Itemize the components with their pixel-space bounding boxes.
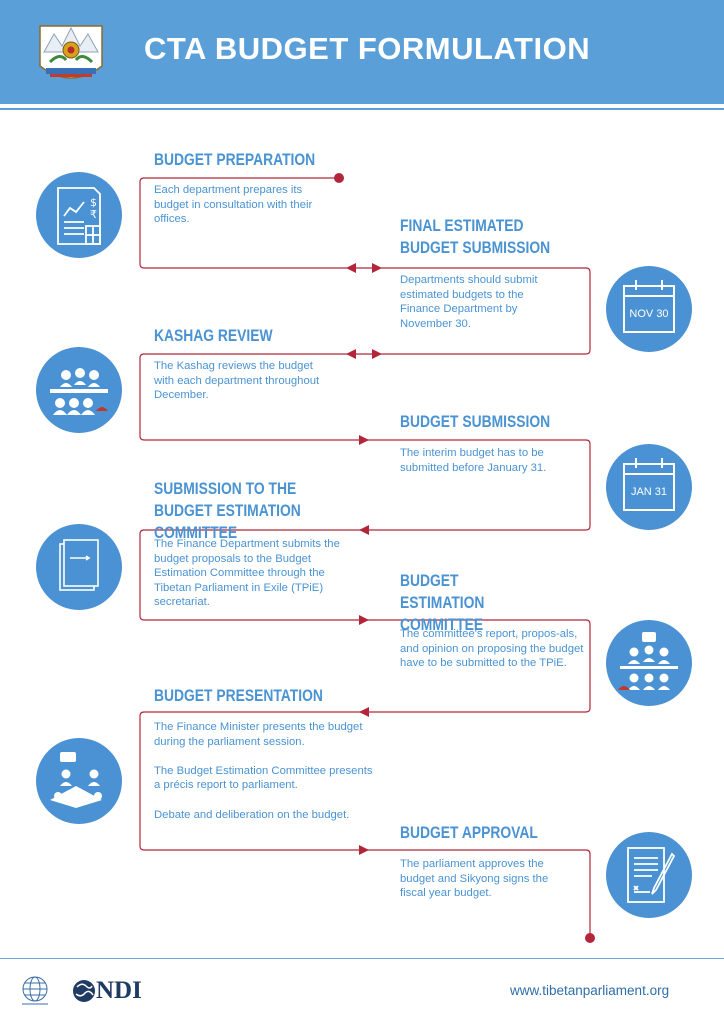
calendar-date-label: NOV 30 bbox=[629, 308, 669, 320]
step-circle-budget-submission: JAN 31 bbox=[606, 444, 692, 530]
globe-logo-icon bbox=[22, 976, 48, 1005]
step-body-text: Debate and deliberation on the budget. bbox=[154, 808, 350, 821]
step-body-text: Departments should submit estimated budg… bbox=[400, 274, 538, 330]
step-title-budget-estimation-committee: BUDGET ESTIMATION COMMITTEE bbox=[400, 572, 485, 634]
step-circle-budget-estimation-committee bbox=[606, 620, 692, 706]
step-body-text: Each department prepares its budget in c… bbox=[154, 184, 313, 226]
step-body-budget-preparation: Each department prepares its budget in c… bbox=[154, 183, 314, 227]
step-body-budget-submission: The interim budget has to be submitted b… bbox=[400, 446, 565, 475]
step-title-budget-preparation: BUDGET PREPARATION bbox=[154, 151, 316, 169]
budget-sheet-icon: $ ₹ bbox=[57, 187, 101, 245]
step-circle-kashag-review bbox=[36, 347, 122, 433]
header-bar bbox=[0, 0, 724, 104]
step-body-text: The Budget Estimation Committee presents… bbox=[154, 764, 373, 792]
step-body-budget-estimation-committee: The committee's report, propos-als, and … bbox=[400, 627, 585, 671]
step-body-submission-to-committee: The Finance Department submits the budge… bbox=[154, 537, 364, 610]
step-body-text: The committee's report, propos-als, and … bbox=[400, 628, 584, 670]
header-divider bbox=[0, 108, 724, 110]
ndi-logo-icon bbox=[73, 980, 95, 1002]
page-title: CTA BUDGET FORMULATION bbox=[144, 31, 591, 66]
meeting-icon bbox=[50, 368, 108, 415]
step-body-text: The Kashag reviews the budget with each … bbox=[154, 360, 320, 402]
step-body-text: The Finance Department submits the budge… bbox=[154, 538, 340, 609]
step-title-budget-submission: BUDGET SUBMISSION bbox=[400, 413, 551, 431]
step-body-kashag-review: The Kashag reviews the budget with each … bbox=[154, 359, 324, 403]
signing-icon bbox=[627, 847, 676, 903]
step-body-budget-presentation: The Finance Minister presents the budget… bbox=[154, 720, 374, 822]
step-body-final-estimated-budget: Departments should submit estimated budg… bbox=[400, 273, 560, 331]
step-body-text: The Finance Minister presents the budget… bbox=[154, 721, 363, 748]
step-title-submission-to-committee: SUBMISSION TO THE BUDGET ESTIMATION COMM… bbox=[154, 480, 301, 542]
svg-text:$: $ bbox=[90, 196, 97, 209]
step-circle-budget-presentation bbox=[36, 738, 122, 824]
committee-icon bbox=[618, 632, 678, 690]
step-body-text: The interim budget has to be submitted b… bbox=[400, 447, 547, 474]
parliament-icon bbox=[50, 752, 102, 808]
footer-divider bbox=[0, 958, 724, 959]
step-circle-budget-approval bbox=[606, 832, 692, 918]
website-url[interactable]: www.tibetanparliament.org bbox=[510, 983, 670, 998]
step-title-final-estimated-budget: FINAL ESTIMATED BUDGET SUBMISSION bbox=[400, 217, 551, 257]
ndi-logo-text: NDI bbox=[96, 977, 142, 1004]
calendar-icon bbox=[623, 280, 675, 333]
documents-icon bbox=[59, 539, 99, 591]
calendar-icon bbox=[623, 458, 675, 511]
step-title-budget-presentation: BUDGET PRESENTATION bbox=[154, 687, 323, 705]
step-title-kashag-review: KASHAG REVIEW bbox=[154, 327, 273, 345]
step-body-budget-approval: The parliament approves the budget and S… bbox=[400, 857, 570, 901]
step-circle-final-estimated-budget: NOV 30 bbox=[606, 266, 692, 352]
tibetan-emblem-icon bbox=[39, 25, 103, 79]
step-body-text: The parliament approves the budget and S… bbox=[400, 858, 549, 900]
step-title-budget-approval: BUDGET APPROVAL bbox=[400, 824, 538, 842]
svg-text:₹: ₹ bbox=[90, 208, 97, 221]
step-circle-submission-to-committee bbox=[36, 524, 122, 610]
step-circle-budget-preparation: $ ₹ bbox=[36, 172, 122, 258]
calendar-date-label: JAN 31 bbox=[630, 486, 668, 498]
